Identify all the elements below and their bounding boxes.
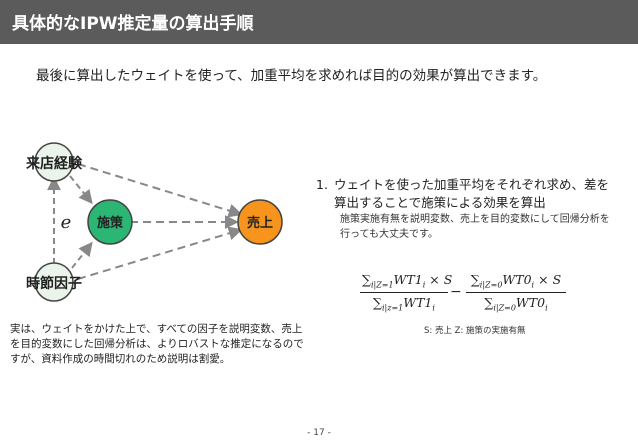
formula-treated-fraction: ∑i|Z=1WT1i × S ∑i|z=1WT1i [360, 272, 452, 313]
formula-treated-numerator: ∑i|Z=1WT1i × S [360, 272, 452, 293]
edge-visit-to-outcome [77, 163, 243, 218]
edge-label-e: e [61, 212, 72, 233]
page-number: - 17 - [307, 428, 331, 438]
point-sub-text: 施策実施有無を説明変数、売上を目的変数にして回帰分析を行っても大丈夫です。 [340, 214, 610, 240]
side-note: 実は、ウェイトをかけた上で、すべての因子を説明変数、売上を目的変数にした回帰分析… [10, 323, 304, 365]
node-time-circle [34, 262, 74, 302]
edge-time-to-treatment [71, 241, 93, 269]
point-text: ウェイトを使った加重平均をそれぞれ求め、差を算出することで施策による効果を算出 [334, 177, 610, 210]
formula-control-denominator: ∑i|Z=0WT0i [484, 294, 548, 313]
node-visit-circle [34, 142, 74, 182]
node-visit-label: 来店経験 [25, 155, 83, 172]
formula-control-numerator: ∑i|Z=0WT0i × S [466, 272, 566, 293]
slide-title: 具体的なIPW推定量の算出手順 [12, 14, 254, 34]
ipw-formula: ∑i|Z=1WT1i × S ∑i|z=1WT1i − ∑i|Z=0WT0i ×… [360, 272, 580, 318]
edge-time-to-outcome [77, 226, 243, 280]
node-outcome-circle [237, 199, 283, 245]
edge-visit-to-treatment [69, 175, 93, 205]
formula-treated-denominator: ∑i|z=1WT1i [373, 294, 435, 313]
formula-minus: − [450, 284, 462, 300]
point-number: 1. [316, 177, 328, 192]
node-outcome-label: 売上 [247, 215, 273, 231]
node-time-label: 時節因子 [26, 275, 82, 292]
formula-control-fraction: ∑i|Z=0WT0i × S ∑i|Z=0WT0i [466, 272, 566, 312]
lead-text: 最後に算出したウェイトを使って、加重平均を求めれば目的の効果が算出できます。 [36, 68, 547, 84]
node-treatment-circle [87, 199, 133, 245]
variable-legend: S: 売上 Z: 施策の実施有無 [424, 326, 526, 336]
title-bar: 具体的なIPW推定量の算出手順 [0, 0, 638, 44]
node-treatment-label: 施策 [97, 215, 124, 231]
